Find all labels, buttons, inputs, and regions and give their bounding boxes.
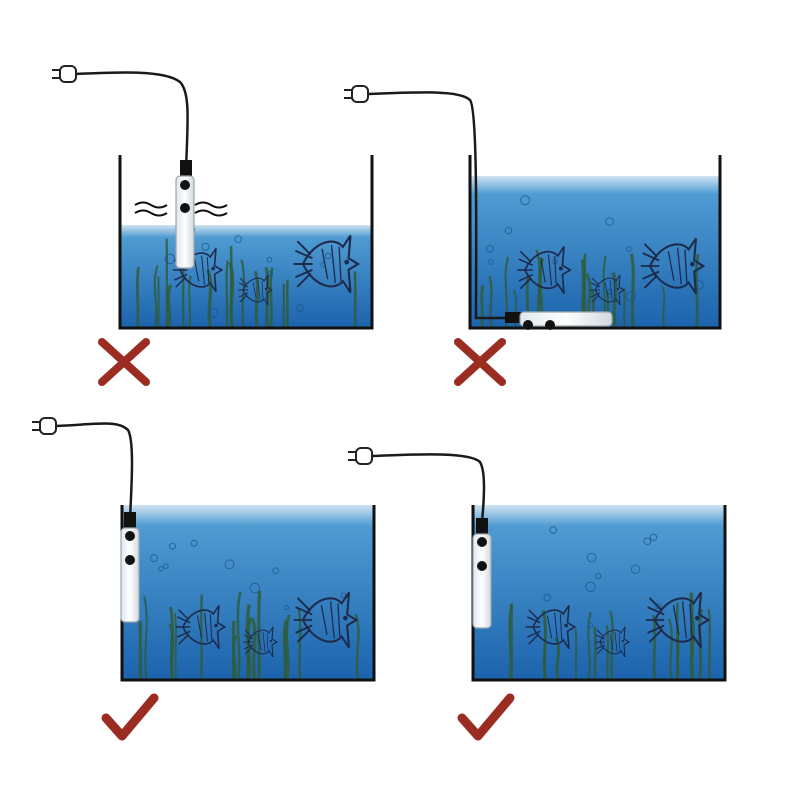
bubble — [208, 308, 219, 318]
bubble — [630, 564, 641, 574]
plant-strand — [668, 618, 673, 681]
panel-top-left — [52, 65, 374, 386]
heater — [371, 453, 492, 629]
panel-top-right — [344, 85, 722, 386]
bubble — [486, 244, 494, 253]
bubble — [158, 566, 164, 572]
plant-strand — [143, 595, 148, 681]
bubble — [587, 622, 594, 629]
panel-bottom-left — [32, 417, 376, 741]
power-plug-icon — [32, 417, 57, 435]
bubble — [543, 593, 552, 602]
bubble — [284, 605, 289, 611]
bubble — [340, 592, 347, 599]
bubble — [607, 288, 613, 294]
plant-strand — [240, 259, 245, 329]
plant-strand — [253, 270, 259, 329]
power-plug-icon — [348, 447, 373, 465]
plant-strand — [622, 288, 626, 329]
plant-strand — [297, 607, 302, 681]
heater — [55, 422, 140, 623]
bubble — [625, 291, 636, 302]
plant-strand — [257, 590, 262, 681]
bubble — [488, 259, 494, 265]
plant-strand — [605, 625, 609, 681]
bubble — [266, 256, 273, 263]
power-plug-icon — [344, 85, 369, 103]
bubble — [224, 559, 235, 570]
plant-strand — [174, 613, 178, 681]
plants — [480, 249, 700, 329]
tank-outline — [118, 155, 374, 330]
bubble — [549, 526, 558, 534]
bubble — [643, 537, 652, 546]
heater — [74, 71, 195, 269]
bubble — [626, 246, 632, 252]
plant-strand — [269, 267, 274, 329]
plant-strand — [232, 635, 238, 681]
plant-strand — [285, 614, 291, 681]
plant-strand — [250, 618, 257, 681]
tank-outline — [468, 155, 722, 330]
plant-strand — [574, 628, 578, 681]
plant-strand — [225, 260, 229, 329]
plant-strand — [153, 265, 159, 329]
bubbles — [543, 526, 662, 629]
bubble — [272, 567, 280, 575]
bubble — [649, 533, 658, 541]
plant-strand — [188, 275, 192, 329]
plant-strand — [661, 285, 666, 329]
water — [473, 505, 725, 680]
bubble — [201, 242, 210, 251]
plant-strand — [587, 611, 592, 681]
plant-strand — [593, 626, 597, 681]
bubble — [234, 235, 243, 244]
plant-strand — [651, 614, 657, 681]
panel-bottom-right — [348, 447, 727, 741]
bubble — [586, 552, 597, 563]
heater — [367, 91, 613, 330]
plant-strand — [282, 619, 288, 681]
bubble — [169, 542, 176, 550]
bubble — [296, 304, 304, 313]
plant-strand — [509, 603, 514, 681]
bubble — [325, 252, 332, 260]
plant-strand — [695, 253, 700, 329]
bubble — [164, 253, 176, 265]
check-mark-icon — [457, 693, 515, 741]
bubble — [504, 226, 513, 235]
plant-strand — [169, 606, 174, 681]
bubble — [595, 572, 602, 580]
plant-strand — [630, 253, 635, 329]
bubble — [655, 603, 662, 610]
bubble — [249, 582, 261, 594]
plant-strand — [480, 284, 485, 329]
plant-strand — [135, 266, 140, 329]
heat-waves — [134, 201, 228, 217]
bubble — [150, 554, 158, 563]
plant-strand — [512, 289, 518, 329]
bubble — [163, 563, 169, 569]
bubbles — [150, 539, 347, 611]
bubble — [267, 270, 273, 277]
power-plug-icon — [52, 65, 77, 83]
plant-strand — [166, 284, 173, 329]
plant-strand — [246, 617, 253, 681]
plant-strand — [488, 276, 493, 329]
plant-strand — [541, 610, 547, 681]
bubble — [585, 581, 596, 592]
cross-mark-icon — [98, 338, 150, 386]
cross-mark-icon — [454, 338, 506, 386]
bubble — [190, 539, 198, 547]
plant-strand — [236, 591, 242, 681]
plant-strand — [206, 269, 213, 329]
check-mark-icon — [101, 693, 159, 741]
bubble — [520, 195, 531, 206]
plant-strand — [285, 631, 289, 681]
plant-strand — [707, 609, 712, 681]
bubbles — [486, 195, 704, 302]
bubble — [605, 217, 614, 226]
